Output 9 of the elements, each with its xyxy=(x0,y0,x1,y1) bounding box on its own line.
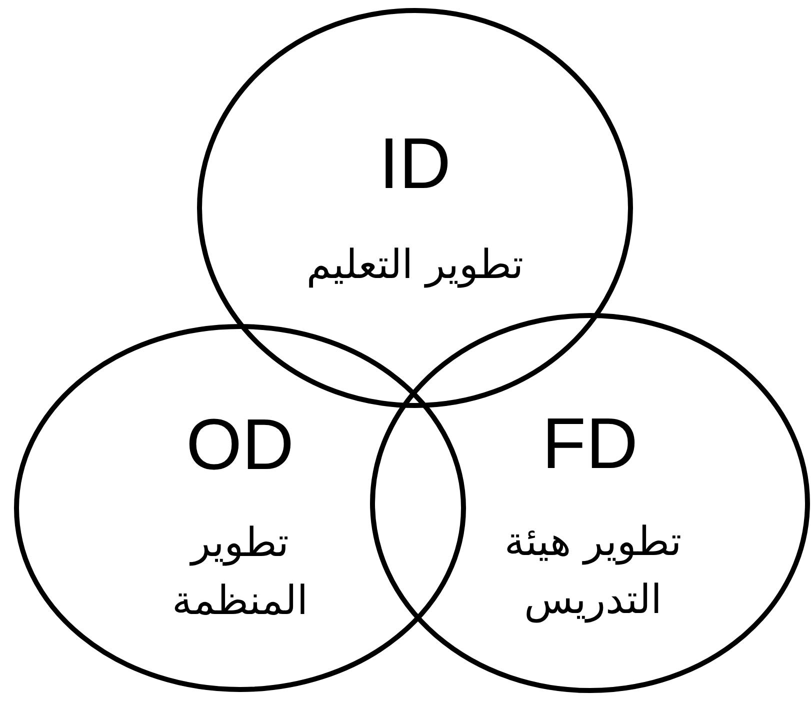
circle-label: ID xyxy=(378,128,452,200)
circle-caption: تطوير المنظمة xyxy=(171,519,309,626)
circle-label: FD xyxy=(541,408,639,480)
circle-label: OD xyxy=(185,409,295,481)
circle-caption: تطوير التعليم xyxy=(305,241,525,290)
venn-circle xyxy=(370,313,810,693)
venn-circle xyxy=(197,8,633,408)
circle-caption: تطوير هيئة التدريس xyxy=(503,518,683,625)
venn-circle xyxy=(14,324,466,692)
